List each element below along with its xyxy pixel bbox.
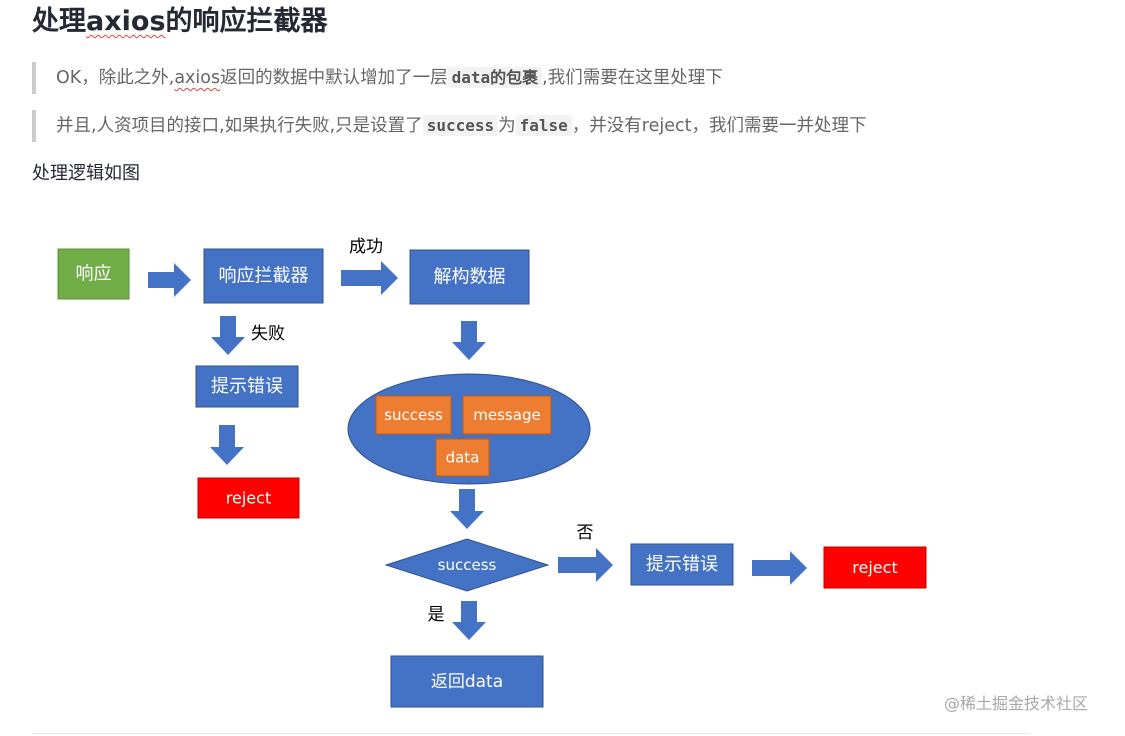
quote2-text-3: ，并没有reject，我们需要一并处理下 (571, 116, 867, 136)
quote2-text-2: 为 (498, 116, 516, 136)
title-axios: axios (86, 6, 166, 37)
edge-label-success: 成功 (349, 237, 383, 257)
node-interceptor: 响应拦截器 (203, 248, 324, 304)
arrow-tip-error-to-reject (210, 425, 244, 465)
node-tip-error-left: 提示错误 (195, 365, 299, 408)
title-suffix: 的响应拦截器 (165, 6, 328, 37)
arrow-decision-to-tip-error (558, 548, 613, 582)
node-response: 响应 (57, 248, 130, 300)
node-decision-label: success (438, 556, 497, 574)
node-reject-left-label: reject (226, 489, 271, 508)
arrow-interceptor-to-destructure (341, 261, 398, 295)
node-tip-error-left-label: 提示错误 (211, 376, 283, 397)
quote2-code-false: false (515, 115, 572, 136)
node-destructure-label: 解构数据 (434, 267, 506, 288)
quote1-text-1: OK，除此之外, (56, 68, 175, 88)
arrow-tip-error-to-reject-right (752, 551, 807, 585)
arrow-decision-to-return-data (452, 601, 486, 640)
node-reject-right: reject (823, 546, 927, 589)
field-success: success (375, 395, 452, 435)
node-return-data: 返回data (390, 655, 544, 708)
divider (32, 733, 1030, 734)
node-response-fields: success message data (347, 373, 591, 485)
node-reject-left: reject (197, 477, 300, 519)
field-success-label: success (384, 406, 443, 424)
node-decision-success: success (384, 538, 550, 592)
quote2-text-1: 并且,人资项目的接口,如果执行失败,只是设置了 (56, 116, 423, 136)
node-destructure: 解构数据 (409, 249, 530, 305)
node-tip-error-right-label: 提示错误 (646, 554, 718, 575)
edge-label-yes: 是 (428, 605, 445, 625)
edge-label-fail: 失败 (251, 324, 285, 344)
lead-paragraph: 处理逻辑如图 (32, 163, 140, 184)
node-tip-error-right: 提示错误 (630, 543, 734, 586)
node-response-label: 响应 (76, 264, 112, 285)
edge-label-no: 否 (577, 523, 594, 543)
quote1-text-3: ,我们需要在这里处理下 (542, 68, 723, 88)
arrow-interceptor-to-tip-error (211, 316, 245, 355)
arrow-destructure-to-fields (452, 321, 486, 360)
watermark: @稀土掘金技术社区 (944, 694, 1089, 713)
field-message-label: message (473, 406, 540, 424)
field-message: message (462, 395, 552, 435)
title-prefix: 处理 (32, 6, 86, 37)
quote2-code-success: success (422, 115, 499, 136)
quote1-axios: axios (174, 68, 221, 88)
node-return-data-label: 返回data (431, 672, 503, 692)
arrow-response-to-interceptor (148, 263, 191, 297)
arrow-fields-to-decision (450, 489, 484, 529)
field-data: data (435, 438, 490, 477)
page-title: 处理axios的响应拦截器 (32, 2, 328, 42)
node-interceptor-label: 响应拦截器 (219, 266, 309, 287)
field-data-label: data (446, 449, 480, 467)
quote1-text-2: 返回的数据中默认增加了一层 (220, 68, 448, 88)
node-reject-right-label: reject (852, 558, 897, 577)
quote1-code: data的包裹 (447, 67, 543, 88)
